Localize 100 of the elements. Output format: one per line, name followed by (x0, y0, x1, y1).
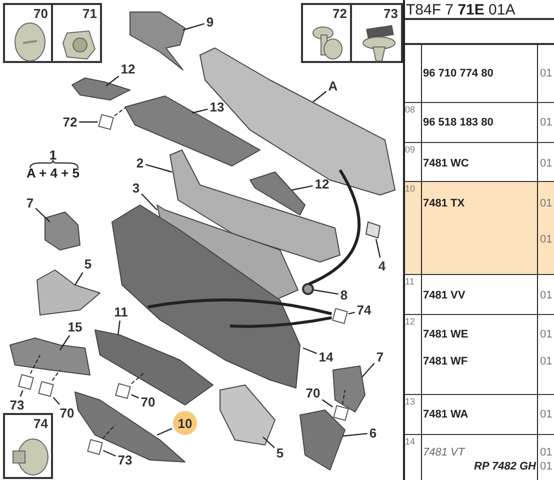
quantity: 01 (540, 234, 552, 246)
catalog-code: T84F 7 71E 01A (406, 2, 516, 18)
quantity: 01 (540, 158, 552, 170)
grommet-part (302, 283, 314, 295)
dashed-fixing-line (102, 424, 116, 440)
leader-line (362, 362, 375, 378)
bulkhead-panel-part (112, 204, 300, 388)
group-number: 1 (49, 148, 57, 162)
dashed-fixing-line (130, 372, 146, 384)
quantity: 01 (540, 290, 552, 302)
leader-line (117, 320, 120, 336)
leader-line (312, 90, 327, 102)
fastener-thumbnail (51, 3, 102, 63)
quantity: 01 (540, 330, 552, 340)
part-number: 7481 TX (423, 198, 465, 210)
callout-number: 71 (82, 7, 97, 20)
quantity: 01 (540, 356, 552, 368)
row-index: 12 (405, 318, 416, 326)
leader-line (302, 347, 317, 354)
quantity: 01 (540, 410, 552, 420)
bracket-part (72, 78, 130, 100)
callout-number: A (327, 78, 339, 94)
insulation-part (10, 338, 90, 376)
highlighted-callout: 10 (173, 411, 197, 435)
part-number: 7481 VV (423, 290, 466, 302)
callout-number: 70 (140, 394, 156, 410)
callout-number: 2 (135, 156, 145, 170)
callout-number: 70 (304, 386, 322, 400)
reinforcement-part (94, 330, 214, 406)
callout-number: 74 (356, 302, 372, 318)
part-number: 7481 VT (423, 448, 465, 458)
callout-number: 15 (66, 320, 84, 334)
shield-part (300, 410, 346, 470)
crossmember-part (170, 150, 340, 262)
leader-line (348, 312, 355, 314)
part-number: 7481 WF (423, 356, 468, 368)
callout-number: 8 (339, 288, 349, 302)
cowl-panel-part (200, 48, 396, 196)
callout-number: 6 (368, 426, 378, 440)
leader-line (74, 272, 84, 286)
leader-line (35, 208, 50, 222)
leader-line (79, 121, 98, 123)
quantity: 01 (540, 198, 552, 210)
dashed-fixing-line (114, 108, 126, 116)
bracket-part (250, 172, 306, 216)
row-index: 10 (405, 184, 416, 194)
part-number: RP 7482 GH (474, 462, 536, 472)
callout-number: 74 (34, 417, 48, 430)
dashed-fixing-line (342, 390, 346, 406)
callout-number: 4 (377, 258, 387, 274)
quantity: 01 (540, 448, 552, 458)
row-index: 14 (405, 438, 416, 446)
callout-number: 14 (318, 350, 334, 364)
cable (148, 298, 332, 316)
callout-number: 13 (208, 100, 226, 114)
leader-line (131, 394, 139, 398)
leader-line (60, 335, 70, 350)
bracket-part (44, 212, 80, 250)
row-index: 09 (405, 146, 416, 154)
leader-line (262, 436, 275, 448)
quantity: 01 (540, 118, 552, 128)
leader-line (314, 289, 338, 295)
callout-number: 5 (275, 446, 285, 460)
row-index: 11 (405, 278, 414, 286)
part-number: 7481 WC (423, 158, 469, 170)
cable (230, 316, 332, 328)
seal-part (366, 222, 380, 238)
callout-number: 72 (62, 114, 78, 130)
quantity: 01 (540, 68, 552, 80)
leader-line (52, 396, 60, 405)
leader-line (192, 108, 208, 114)
leader-line (322, 399, 333, 408)
callout-number: 12 (120, 62, 136, 76)
dashed-fixing-line (30, 354, 40, 374)
bracket-part (332, 366, 366, 412)
leader-line (145, 164, 172, 173)
fastener-thumbnail (3, 413, 53, 479)
leader-line (141, 193, 158, 210)
fastener-thumbnail (301, 3, 352, 63)
leader-line (342, 432, 368, 437)
leader-line (375, 238, 381, 258)
callout-number: 73 (116, 452, 134, 468)
cable (308, 169, 360, 286)
leader-line (103, 450, 116, 457)
callout-number: 72 (332, 7, 347, 20)
part-number: 96 710 774 80 (423, 68, 494, 80)
fastener-thumbnail (350, 3, 403, 63)
callout-number: 9 (205, 14, 215, 30)
callout-number: 70 (34, 7, 48, 20)
leader-line (182, 23, 205, 31)
frame-part (220, 384, 276, 446)
callout-number: 5 (83, 256, 93, 272)
quantity: 01 (540, 462, 552, 472)
callout-number: 3 (131, 180, 141, 196)
callout-number: 73 (384, 7, 398, 20)
part-number: 96 518 183 80 (423, 118, 494, 128)
leader-line (156, 428, 172, 436)
frame-part (36, 270, 100, 316)
callout-number: 11 (113, 304, 129, 320)
callout-number: 73 (8, 398, 26, 412)
